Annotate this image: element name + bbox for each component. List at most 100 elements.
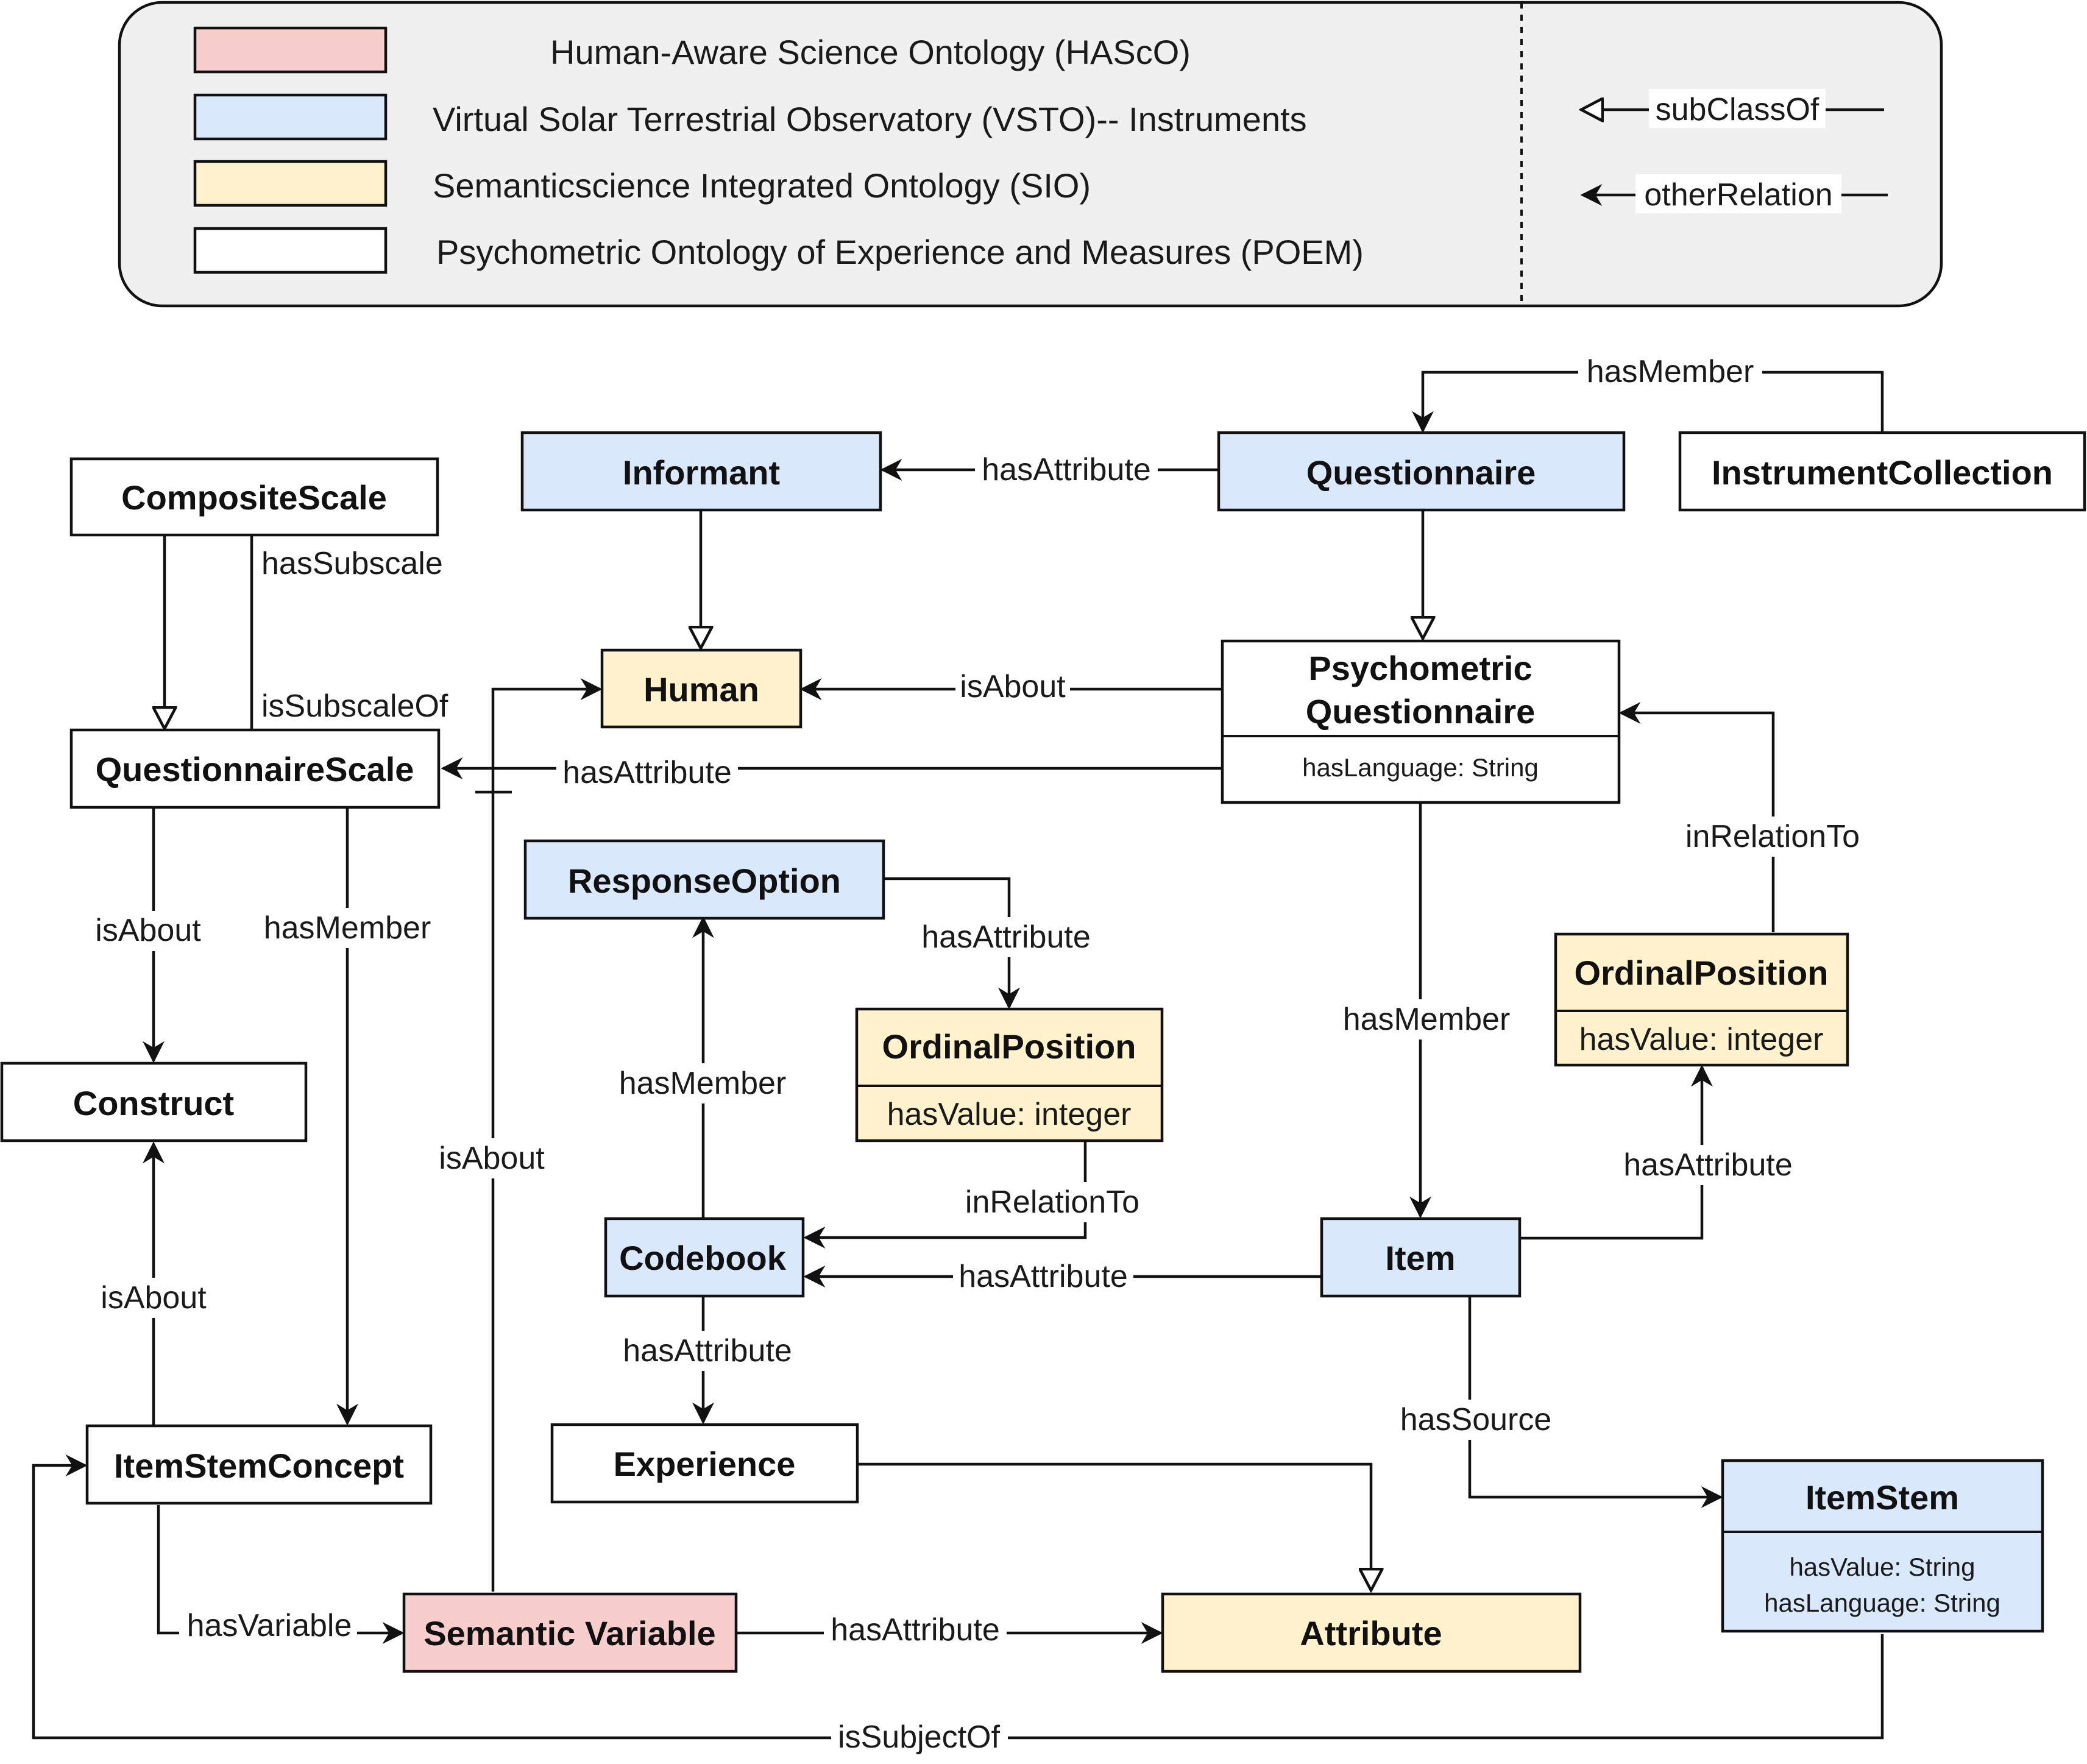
edge-label-is-subscale-of: isSubscaleOf (261, 689, 448, 724)
edge-ordinal-right-in-relation-to: inRelationTo (1618, 702, 1871, 932)
edge-semantic-variable-is-about: isAbout (431, 678, 603, 1592)
node-construct: Construct (0, 1061, 308, 1142)
edge-stem-concept-is-about-construct: isAbout (85, 1141, 223, 1426)
edge-label: hasMember (619, 1066, 787, 1101)
edge-item-has-attribute-codebook: hasAttribute (803, 1256, 1322, 1297)
node-attribute-2: hasLanguage: String (1764, 1589, 2000, 1617)
node-title: Item (1385, 1239, 1455, 1277)
edge-pq-has-attribute-scale: hasAttribute (441, 753, 1222, 793)
edge-ordinal-left-in-relation-to: inRelationTo (803, 1141, 1148, 1249)
node-title: Codebook (619, 1239, 787, 1277)
edge-questionnaire-has-attribute-informant: hasAttribute (880, 450, 1219, 490)
legend: Human-Aware Science Ontology (HAScO) Vir… (118, 1, 1943, 308)
legend-label-poem: Psychometric Ontology of Experience and … (436, 233, 1364, 271)
edge-label: hasAttribute (831, 1612, 1000, 1648)
edge-response-option-has-attribute: hasAttribute (884, 877, 1103, 1010)
node-attribute: Attribute (1161, 1592, 1582, 1673)
node-attribute: hasLanguage: String (1302, 753, 1539, 782)
edge-pq-is-about-human: isAbout (799, 667, 1222, 707)
node-title: Construct (73, 1084, 234, 1122)
legend-other-relation-arrow: otherRelation (1580, 174, 1888, 213)
legend-swatch-vsto (193, 93, 388, 141)
legend-swatch-hasco (193, 26, 388, 74)
edge-codebook-has-attribute-experience: hasAttribute (611, 1296, 804, 1425)
node-semantic-variable: Semantic Variable (402, 1592, 738, 1673)
edge-label: hasAttribute (958, 1259, 1128, 1294)
edge-pq-has-member-item: hasMember (1333, 802, 1514, 1219)
edge-label: hasAttribute (921, 919, 1091, 955)
node-title: Human (643, 670, 759, 709)
edges: hasMember hasAttribute hasSubscale isSub… (32, 352, 1884, 1757)
node-title: Informant (623, 453, 780, 492)
edge-label: isAbout (101, 1280, 207, 1316)
node-ordinal-position-left: OrdinalPosition hasValue: integer (855, 1007, 1164, 1142)
node-title: Attribute (1300, 1614, 1442, 1652)
legend-swatch-sio (193, 160, 388, 207)
legend-panel (118, 1, 1943, 308)
edge-experience-subclass (857, 1462, 1371, 1590)
legend-label-sio: Semanticscience Integrated Ontology (SIO… (433, 166, 1091, 205)
legend-label-vsto: Virtual Solar Terrestrial Observatory (V… (433, 100, 1307, 138)
node-composite-scale: CompositeScale (69, 457, 439, 537)
edge-item-has-attribute-ordinal: hasAttribute (1520, 1064, 1801, 1240)
legend-other-relation-label: otherRelation (1644, 177, 1832, 213)
node-instrument-collection: InstrumentCollection (1678, 431, 2086, 512)
edge-label: hasMember (1343, 1002, 1511, 1037)
node-experience: Experience (550, 1423, 859, 1504)
edge-scale-is-about-construct: isAbout (85, 807, 218, 1063)
node-title-line1: Psychometric (1308, 649, 1532, 687)
node-response-option: ResponseOption (523, 839, 885, 920)
edge-scale-has-member-stem: hasMember (256, 807, 439, 1426)
edge-label: hasMember (1587, 354, 1754, 389)
node-title: Semantic Variable (423, 1614, 715, 1652)
node-item: Item (1320, 1217, 1522, 1298)
node-informant: Informant (520, 431, 882, 512)
node-title: CompositeScale (121, 478, 387, 517)
edge-label: isAbout (960, 669, 1066, 704)
edge-label: hasAttribute (1623, 1147, 1793, 1183)
node-item-stem-concept: ItemStemConcept (85, 1424, 433, 1505)
legend-subclass-label: subClassOf (1656, 92, 1819, 127)
edge-label: hasMember (264, 910, 431, 946)
edge-label: hasAttribute (623, 1333, 792, 1369)
node-title: QuestionnaireScale (96, 750, 414, 788)
node-attribute: hasValue: integer (1579, 1022, 1824, 1057)
edge-label: hasAttribute (982, 452, 1151, 487)
node-title: ItemStem (1805, 1478, 1959, 1517)
nodes: CompositeScale Informant Questionnaire I… (0, 431, 2086, 1673)
edge-has-member-collection: hasMember (1412, 352, 1884, 433)
node-attribute: hasValue: integer (887, 1097, 1132, 1132)
legend-subclass-arrow: subClassOf (1581, 89, 1884, 128)
node-title: ItemStemConcept (114, 1447, 404, 1485)
node-psychometric-questionnaire: Psychometric Questionnaire hasLanguage: … (1221, 639, 1621, 804)
edge-item-has-source: hasSource (1392, 1296, 1723, 1508)
node-questionnaire-scale: QuestionnaireScale (69, 728, 441, 809)
node-human: Human (600, 648, 803, 729)
node-title-line2: Questionnaire (1306, 692, 1536, 731)
edge-label: isSubjectOf (838, 1720, 1000, 1755)
node-title: OrdinalPosition (882, 1027, 1136, 1066)
edge-codebook-has-member: hasMember (609, 916, 797, 1219)
node-title: Experience (614, 1445, 796, 1483)
edge-label-has-subscale: hasSubscale (261, 546, 443, 581)
edge-label: inRelationTo (965, 1185, 1139, 1220)
edge-semantic-variable-has-attribute: hasAttribute (736, 1610, 1163, 1650)
legend-label-hasco: Human-Aware Science Ontology (HAScO) (550, 33, 1191, 71)
node-attribute-1: hasValue: String (1789, 1553, 1975, 1581)
node-title: ResponseOption (568, 862, 841, 900)
node-title: Questionnaire (1306, 453, 1536, 492)
edge-label: isAbout (95, 913, 201, 948)
edge-label: hasAttribute (562, 755, 732, 790)
edge-label: hasSource (1400, 1402, 1552, 1437)
edge-stem-concept-has-variable: hasVariable (157, 1505, 405, 1650)
node-item-stem: ItemStem hasValue: String hasLanguage: S… (1721, 1459, 2044, 1633)
legend-swatch-poem (193, 227, 388, 274)
node-ordinal-position-right: OrdinalPosition hasValue: integer (1554, 932, 1849, 1067)
node-title: InstrumentCollection (1712, 453, 2053, 492)
edge-label: inRelationTo (1685, 819, 1860, 854)
node-questionnaire: Questionnaire (1217, 431, 1626, 512)
edge-label: isAbout (439, 1141, 545, 1176)
node-title: OrdinalPosition (1575, 954, 1829, 992)
